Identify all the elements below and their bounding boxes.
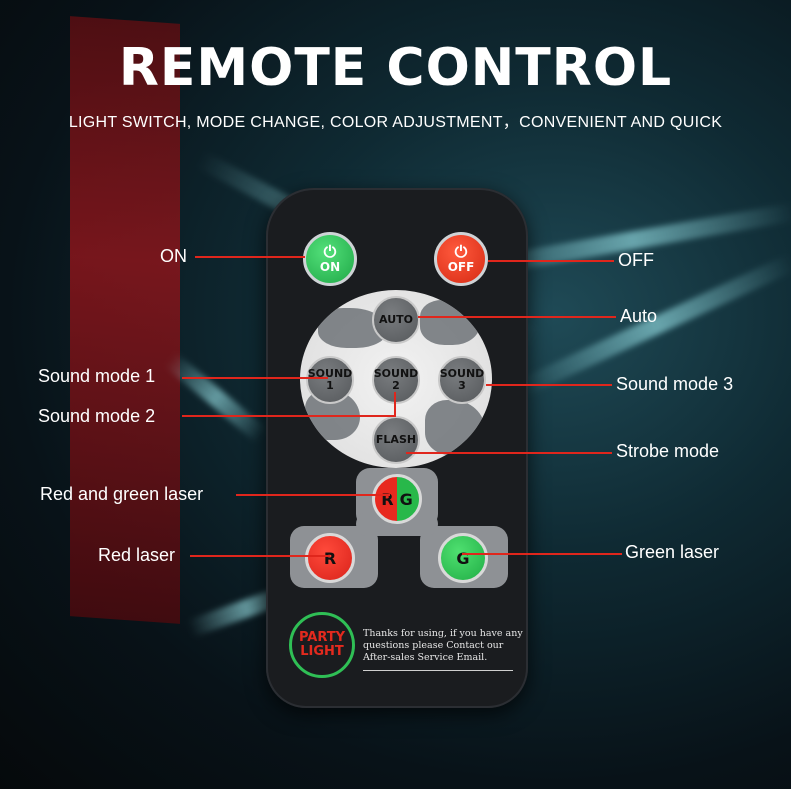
red-green-laser-button[interactable]: R G xyxy=(372,474,422,524)
callout-sound-mode-2: Sound mode 2 xyxy=(38,406,156,426)
callout-green-laser: Green laser xyxy=(625,542,720,562)
callout-red-green-laser: Red and green laser xyxy=(40,484,204,504)
sound-number: 1 xyxy=(326,379,334,392)
callout-line xyxy=(486,384,612,386)
callout-line xyxy=(406,452,612,454)
divider xyxy=(363,670,513,671)
callout-line xyxy=(195,256,305,258)
callout-sound-mode-1: Sound mode 1 xyxy=(38,366,156,386)
red-laser-button[interactable]: R xyxy=(305,533,355,583)
callout-line xyxy=(394,392,396,416)
callout-on: ON xyxy=(160,246,187,266)
callout-line xyxy=(418,316,616,318)
g-letter: G xyxy=(456,548,470,568)
callout-strobe-mode: Strobe mode xyxy=(616,441,720,461)
power-icon: ⏻ xyxy=(323,242,337,261)
sound-mode-2-button[interactable]: SOUND 2 xyxy=(372,356,420,404)
green-laser-button[interactable]: G xyxy=(438,533,488,583)
callout-line xyxy=(462,553,622,555)
power-on-label: ON xyxy=(319,260,341,274)
power-off-button[interactable]: ⏻ OFF xyxy=(434,232,488,286)
flash-button[interactable]: FLASH xyxy=(372,416,420,464)
sound-number: 2 xyxy=(392,379,400,392)
callout-red-laser: Red laser xyxy=(98,545,176,565)
power-off-label: OFF xyxy=(447,260,475,274)
power-on-button[interactable]: ⏻ ON xyxy=(303,232,357,286)
callout-line xyxy=(236,494,390,496)
callout-line xyxy=(488,260,614,262)
callout-line xyxy=(182,415,396,417)
sound-number: 3 xyxy=(458,379,466,392)
callout-line xyxy=(190,555,330,557)
auto-button[interactable]: AUTO xyxy=(372,296,420,344)
sound-label: SOUND xyxy=(307,367,353,380)
sound-mode-1-button[interactable]: SOUND 1 xyxy=(306,356,354,404)
callout-line xyxy=(182,377,328,379)
globe-land-shape xyxy=(425,400,485,455)
party-light-logo: PARTY LIGHT xyxy=(289,612,355,678)
logo-word: PARTY xyxy=(298,630,346,645)
g-letter: G xyxy=(399,489,413,509)
callout-off: OFF xyxy=(618,250,654,270)
power-icon: ⏻ xyxy=(454,242,468,261)
r-letter: R xyxy=(381,489,394,509)
sound-mode-3-button[interactable]: SOUND 3 xyxy=(438,356,486,404)
r-letter: R xyxy=(323,548,337,568)
sound-label: SOUND xyxy=(373,367,419,380)
flash-label: FLASH xyxy=(375,433,417,446)
page-subtitle: LIGHT SWITCH, MODE CHANGE, COLOR ADJUSTM… xyxy=(68,114,723,131)
callout-sound-mode-3: Sound mode 3 xyxy=(616,374,734,394)
callout-auto: Auto xyxy=(620,306,658,326)
auto-label: AUTO xyxy=(379,313,413,326)
globe-land-shape xyxy=(420,300,480,345)
service-note: Thanks for using, if you have any questi… xyxy=(363,628,523,663)
sound-label: SOUND xyxy=(439,367,485,380)
logo-word: LIGHT xyxy=(300,644,344,659)
page-title: REMOTE CONTROL xyxy=(118,38,673,98)
